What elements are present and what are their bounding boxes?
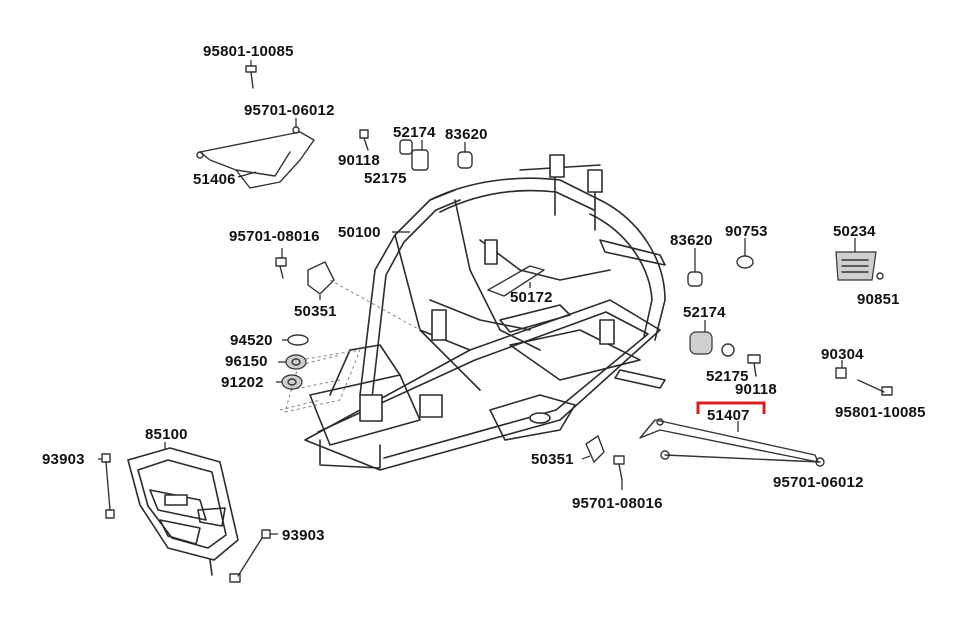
bumper-85100 <box>127 442 239 576</box>
bolt-95801-right <box>857 379 893 396</box>
mount-50351-left <box>307 261 335 300</box>
label-50100: 50100 <box>338 224 381 241</box>
label-95701-06012-top: 95701-06012 <box>244 102 335 119</box>
label-52174-right: 52174 <box>683 304 726 321</box>
highlight-bracket-51407 <box>696 401 766 414</box>
label-52174-top: 52174 <box>393 124 436 141</box>
label-50234: 50234 <box>833 223 876 240</box>
label-50351-left: 50351 <box>294 303 337 320</box>
label-90753: 90753 <box>725 223 768 240</box>
bolt-95801-top <box>245 60 257 89</box>
label-95701-08016-left: 95701-08016 <box>229 228 320 245</box>
bolt-95701-08016-left <box>275 248 287 279</box>
label-90851: 90851 <box>857 291 900 308</box>
bolt-93903-left <box>98 453 115 519</box>
label-90118-right: 90118 <box>735 381 777 398</box>
label-95801-10085-right: 95801-10085 <box>835 404 926 421</box>
label-51407: 51407 <box>707 407 750 424</box>
label-52175-top: 52175 <box>364 170 407 187</box>
label-50351-bottom: 50351 <box>531 451 574 468</box>
label-85100: 85100 <box>145 426 188 443</box>
leader-lines <box>237 171 591 460</box>
main-frame <box>304 154 666 471</box>
bolt-95701-08016-bottom <box>613 455 625 490</box>
label-94520: 94520 <box>230 332 273 349</box>
bushing-cluster-top <box>359 129 473 171</box>
label-93903-right: 93903 <box>282 527 325 544</box>
label-91202: 91202 <box>221 374 264 391</box>
label-50172: 50172 <box>510 289 553 306</box>
bracket-50172 <box>487 265 545 297</box>
label-96150: 96150 <box>225 353 268 370</box>
assembly-guide-lines <box>279 279 421 413</box>
label-95701-08016-bottom: 95701-08016 <box>572 495 663 512</box>
label-95801-10085-top: 95801-10085 <box>203 43 294 60</box>
label-83620-top: 83620 <box>445 126 488 143</box>
bushing-83620-right <box>687 248 703 287</box>
label-83620-right: 83620 <box>670 232 713 249</box>
label-52175-right: 52175 <box>706 368 749 385</box>
bushing-cluster-right <box>689 320 761 377</box>
label-90304: 90304 <box>821 346 864 363</box>
part-labels: 95801-10085 95701-06012 51406 90118 5217… <box>42 43 926 544</box>
nut-90304 <box>835 360 847 379</box>
tie-rod-51407 <box>639 418 825 467</box>
bracket-51406 <box>196 118 315 189</box>
bolt-93903-right <box>229 529 278 583</box>
label-90118-top: 90118 <box>338 152 380 169</box>
label-95701-06012-right: 95701-06012 <box>773 474 864 491</box>
clip-90753 <box>736 238 754 269</box>
mount-50351-bottom <box>585 435 605 463</box>
label-93903-left: 93903 <box>42 451 85 468</box>
plate-50234 <box>835 238 884 281</box>
label-51406: 51406 <box>193 171 236 188</box>
